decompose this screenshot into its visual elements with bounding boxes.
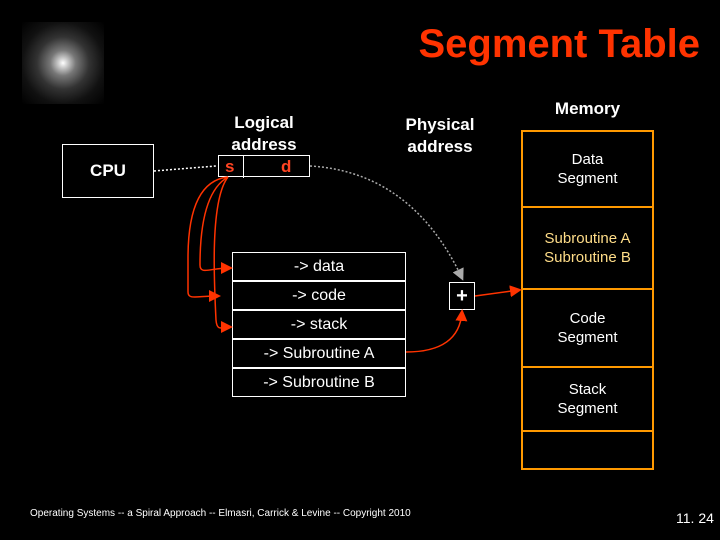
memory-section-stack: Stack Segment <box>523 368 652 432</box>
memory-section-data: Data Segment <box>523 132 652 208</box>
memory-section-subroutines: Subroutine A Subroutine B <box>523 208 652 290</box>
segment-table-row: -> code <box>232 281 406 310</box>
memory-section-code: Code Segment <box>523 290 652 368</box>
logical-address-box: s d <box>218 155 310 178</box>
galaxy-image <box>22 22 104 104</box>
physical-address-arrow <box>474 285 522 298</box>
cpu-box: CPU <box>62 144 154 198</box>
logical-address-label: Logical address <box>231 113 297 154</box>
address-divider <box>243 156 244 178</box>
segment-table-row: -> Subroutine A <box>232 339 406 368</box>
page-number: 11. 24 <box>676 510 714 526</box>
base-address-arrow <box>405 309 468 353</box>
segment-index-arrow-3 <box>213 176 233 334</box>
memory-label: Memory <box>554 99 621 118</box>
segment-table-row: -> Subroutine B <box>232 368 406 397</box>
segment-number: s <box>225 157 235 176</box>
page-title: Segment Table <box>418 22 700 66</box>
segment-index-arrow-2 <box>199 176 233 275</box>
offset: d <box>281 157 292 176</box>
footer-credit: Operating Systems -- a Spiral Approach -… <box>30 508 411 519</box>
segment-index-arrow <box>187 176 229 303</box>
memory-block: Data Segment Subroutine A Subroutine B C… <box>521 130 654 470</box>
segment-table-row: -> data <box>232 252 406 281</box>
physical-address-label: Physical address <box>405 115 475 156</box>
cpu-to-address-arrow <box>153 165 217 172</box>
offset-arrow <box>309 165 464 281</box>
cpu-label: CPU <box>90 161 126 180</box>
